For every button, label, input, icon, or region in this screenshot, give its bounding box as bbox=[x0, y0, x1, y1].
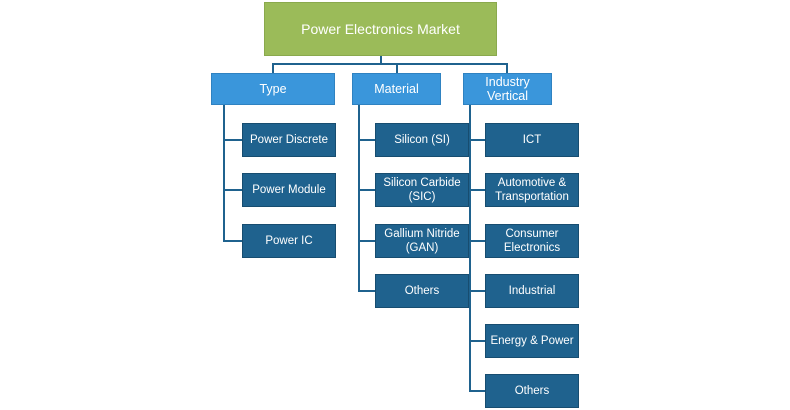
leaf-label: Industrial bbox=[508, 285, 556, 297]
category-industry-vertical: Industry Vertical bbox=[463, 73, 552, 105]
root-node: Power Electronics Market bbox=[264, 2, 497, 56]
leaf-label: Consumer Electronics bbox=[503, 228, 561, 254]
connector-type-trunk bbox=[223, 105, 225, 242]
leaf-label: Silicon Carbide (SIC) bbox=[383, 177, 461, 203]
connector-root-down bbox=[380, 56, 382, 65]
connector-industry-branch bbox=[469, 139, 486, 141]
leaf-ict: ICT bbox=[485, 123, 579, 157]
connector-industry-branch bbox=[469, 290, 486, 292]
connector-material-branch bbox=[358, 240, 376, 242]
leaf-power-discrete: Power Discrete bbox=[242, 123, 336, 157]
connector-type-branch bbox=[223, 139, 243, 141]
leaf-silicon: Silicon (SI) bbox=[375, 123, 469, 157]
leaf-industrial: Industrial bbox=[485, 274, 579, 308]
leaf-label: Automotive & Transportation bbox=[495, 177, 569, 203]
connector-industry-branch bbox=[469, 240, 486, 242]
leaf-silicon-carbide: Silicon Carbide (SIC) bbox=[375, 173, 469, 207]
connector-industry-branch bbox=[469, 189, 486, 191]
connector-material-trunk bbox=[358, 105, 360, 292]
leaf-label: Power IC bbox=[265, 235, 313, 247]
category-label: Type bbox=[259, 82, 287, 96]
connector-industry-branch bbox=[469, 390, 486, 392]
root-label: Power Electronics Market bbox=[301, 21, 460, 37]
leaf-power-ic: Power IC bbox=[242, 224, 336, 258]
connector-material-branch bbox=[358, 290, 376, 292]
leaf-label: Others bbox=[514, 385, 550, 397]
connector-type-branch bbox=[223, 189, 243, 191]
connector-type-branch bbox=[223, 240, 243, 242]
category-type: Type bbox=[211, 73, 335, 105]
connector-industry-trunk bbox=[469, 105, 471, 392]
connector-type-drop bbox=[272, 63, 274, 73]
leaf-label: Energy & Power bbox=[490, 335, 574, 347]
connector-material-branch bbox=[358, 189, 376, 191]
leaf-label: Gallium Nitride (GAN) bbox=[384, 228, 460, 254]
leaf-label: ICT bbox=[522, 134, 542, 146]
leaf-industry-others: Others bbox=[485, 374, 579, 408]
connector-category-bus bbox=[272, 63, 508, 65]
category-label: Industry Vertical bbox=[485, 75, 530, 103]
leaf-gallium-nitride: Gallium Nitride (GAN) bbox=[375, 224, 469, 258]
leaf-power-module: Power Module bbox=[242, 173, 336, 207]
connector-industry-branch bbox=[469, 340, 486, 342]
connector-industry-drop bbox=[506, 63, 508, 73]
leaf-label: Power Module bbox=[252, 184, 326, 196]
connector-material-drop bbox=[396, 63, 398, 73]
leaf-material-others: Others bbox=[375, 274, 469, 308]
category-material: Material bbox=[352, 73, 441, 105]
leaf-consumer-electronics: Consumer Electronics bbox=[485, 224, 579, 258]
leaf-energy-power: Energy & Power bbox=[485, 324, 579, 358]
connector-material-branch bbox=[358, 139, 376, 141]
leaf-label: Others bbox=[404, 285, 440, 297]
leaf-label: Silicon (SI) bbox=[394, 134, 450, 146]
leaf-automotive-transportation: Automotive & Transportation bbox=[485, 173, 579, 207]
category-label: Material bbox=[374, 82, 419, 96]
leaf-label: Power Discrete bbox=[250, 134, 328, 146]
